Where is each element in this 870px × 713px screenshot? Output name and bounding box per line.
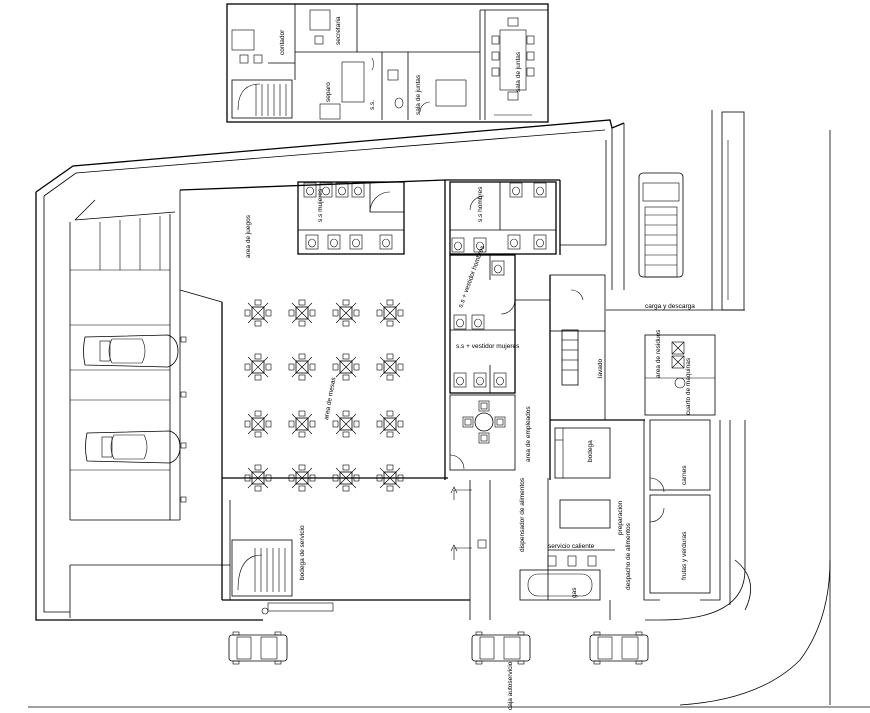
label-area-de-empleados: area de empleados	[525, 406, 532, 462]
label-area-de-residuos: area de residuos	[655, 329, 662, 378]
label-gas: gas	[571, 587, 578, 598]
label-sala-de-juntas-2: sala de juntas	[515, 51, 522, 92]
label-carnes: carnes	[681, 465, 688, 485]
label-carga-y-descarga: carga y descarga	[645, 303, 695, 310]
restroom-fixtures	[303, 182, 547, 388]
label-preparacion: preparacion	[617, 500, 624, 535]
label-dispensador-de-alimentos: dispensador de alimentos	[519, 477, 526, 552]
label-frutas-y-verduras: frutas y verduras	[681, 531, 688, 580]
label-contador: contador	[279, 29, 286, 55]
label-despacho-de-alimentos: despacho de alimentos	[625, 522, 632, 590]
label-sala-de-juntas-1: sala de juntas	[415, 74, 422, 115]
office-plan	[226, 3, 549, 123]
label-ss-vestidor-mujeres: s.s + vestidor mujeres	[456, 343, 520, 350]
label-ss-office: s.s.	[369, 100, 376, 110]
label-lavado: lavado	[597, 358, 604, 378]
site-outline	[35, 119, 625, 621]
dining-tables	[244, 299, 404, 492]
label-secretaria: secretaria	[335, 16, 342, 45]
label-bodega-de-servicio: bodega de servicio	[299, 525, 306, 580]
building-walls	[28, 110, 870, 708]
label-ss-hombres: s.s hombres	[477, 186, 484, 222]
label-bodega: bodega	[587, 440, 594, 462]
parked-cars	[83, 172, 684, 665]
label-ss-mujeres: s.s mujeres	[317, 188, 324, 222]
label-cuarto-de-maquinas: cuarto de maquinas	[685, 357, 692, 415]
employee-table	[462, 400, 506, 444]
label-servicio-caliente: servicio caliente	[548, 543, 595, 550]
label-area-de-juegos: area de juegos	[245, 214, 252, 258]
label-area-de-mesas: area de mesas	[323, 376, 337, 420]
label-separo: separo	[325, 82, 332, 102]
label-caja-autoservicio: caja autoservicio	[507, 661, 514, 710]
